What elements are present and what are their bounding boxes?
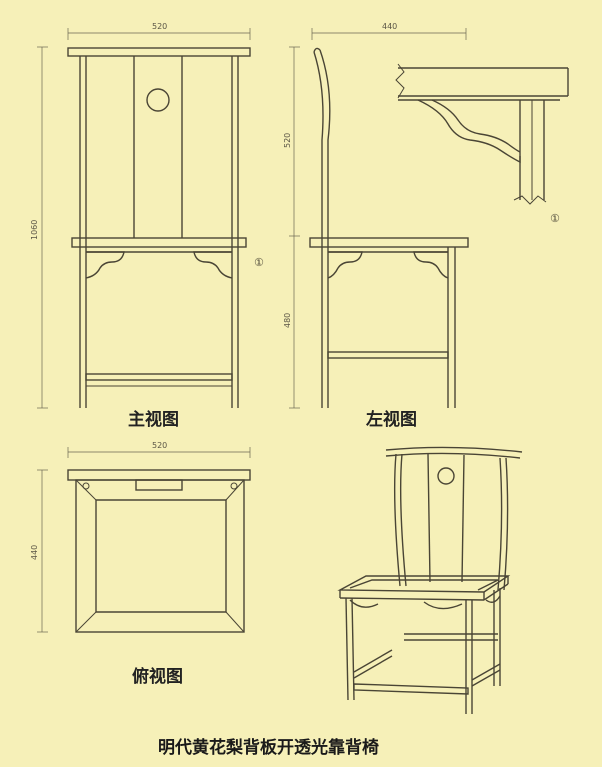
perspective-view: [337, 446, 523, 714]
top-view: 520 440: [30, 441, 251, 633]
top-view-label: 俯视图: [132, 667, 183, 687]
detail-section-mark: ①: [550, 212, 560, 225]
front-view: 520 1060 ①: [30, 22, 264, 409]
top-width-dim: 520: [152, 441, 167, 450]
left-depth-dim: 440: [382, 22, 397, 31]
front-section-mark: ①: [254, 256, 264, 269]
left-view-label: 左视图: [366, 410, 417, 430]
top-depth-dim: 440: [30, 545, 39, 560]
left-lower-dim: 480: [283, 313, 292, 328]
front-width-dim: 520: [152, 22, 167, 31]
front-height-dim: 1060: [30, 220, 39, 240]
front-view-label: 主视图: [128, 410, 179, 430]
left-upper-dim: 520: [283, 133, 292, 148]
section-detail: ①: [395, 63, 569, 225]
left-view: 440 520 480: [283, 22, 469, 409]
drawing-caption: 明代黄花梨背板开透光靠背椅: [158, 738, 379, 758]
